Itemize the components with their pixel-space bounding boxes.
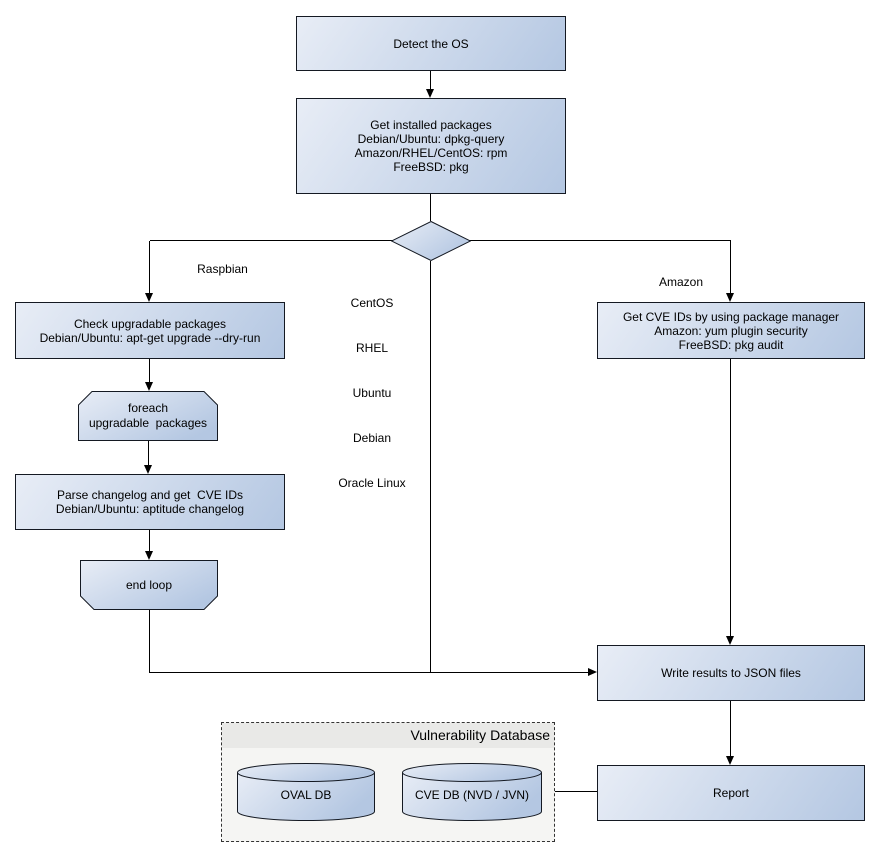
node-label: Detect the OS: [393, 36, 469, 51]
edge-label-line: Ubuntu: [352, 386, 392, 400]
node-write-results-json: Write results to JSON files: [597, 645, 865, 701]
node-label: FreeBSD: pkg audit: [678, 337, 784, 352]
node-report: Report: [597, 765, 865, 821]
edge-db-to-report: [555, 791, 597, 792]
edge-getcve-to-write: [730, 358, 731, 636]
node-label: Report: [712, 786, 750, 800]
node-get-installed-packages: Get installed packages Debian/Ubuntu: dp…: [296, 98, 566, 194]
edge-decision-right-horizontal: [469, 240, 731, 241]
oval-db-cylinder-icon: [237, 763, 375, 821]
edge-label-line: Amazon: [658, 275, 704, 289]
edge-decision-left-horizontal: [150, 240, 393, 241]
node-label: Write results to JSON files: [661, 666, 801, 680]
os-decision-diamond-icon: [391, 221, 471, 261]
edge-packages-to-decision: [430, 194, 431, 221]
arrowhead-down-icon: [145, 551, 153, 560]
vulnerability-database-title: Vulnerability Database: [222, 723, 554, 748]
arrowhead-down-icon: [426, 89, 434, 98]
edge-label-os-list: CentOS RHEL Ubuntu Debian Oracle Linux: [322, 266, 422, 521]
arrowhead-down-icon: [726, 293, 734, 302]
node-label: Get CVE IDs by using package manager: [622, 309, 840, 324]
node-label: Amazon/RHEL/CentOS: rpm: [354, 146, 508, 160]
node-label: Amazon: yum plugin security: [654, 323, 808, 338]
node-check-upgradable-packages: Check upgradable packages Debian/Ubuntu:…: [15, 302, 285, 359]
node-label: FreeBSD: pkg: [393, 160, 469, 174]
edge-decision-center-vertical: [430, 261, 431, 672]
edge-foreach-to-parse: [148, 441, 149, 465]
arrowhead-down-icon: [144, 465, 152, 474]
cve-db-cylinder-icon: [402, 763, 542, 821]
arrowhead-down-icon: [726, 756, 734, 765]
foreach-loop-start-icon: [78, 391, 218, 441]
edge-decision-right-vertical: [730, 241, 731, 293]
edge-label-line: Debian: [352, 431, 392, 445]
edge-label-line: Oracle Linux: [338, 476, 406, 490]
arrowhead-right-icon: [588, 668, 597, 676]
edge-label-line: RHEL: [355, 341, 388, 355]
arrowhead-down-icon: [145, 293, 153, 302]
arrowhead-down-icon: [726, 636, 734, 645]
edge-merge-to-write: [149, 672, 588, 673]
edge-endloop-down: [149, 610, 150, 672]
node-label: Check upgradable packages: [73, 316, 227, 331]
node-label: Debian/Ubuntu: aptitude changelog: [55, 502, 245, 516]
end-loop-shape-icon: [80, 560, 218, 610]
edge-check-to-foreach: [149, 359, 150, 382]
edge-write-to-report: [730, 701, 731, 756]
edge-detect-to-packages: [430, 71, 431, 89]
node-label: Get installed packages: [370, 118, 492, 132]
node-label: Debian/Ubuntu: dpkg-query: [357, 132, 505, 146]
edge-parse-to-endloop: [149, 530, 150, 551]
edge-label-line: CentOS: [350, 296, 394, 310]
node-parse-changelog: Parse changelog and get CVE IDs Debian/U…: [15, 474, 285, 530]
edge-label-raspbian: Raspbian: [197, 262, 248, 276]
node-detect-os: Detect the OS: [296, 16, 566, 71]
edge-decision-left-vertical: [149, 241, 150, 293]
node-label: Parse changelog and get CVE IDs: [56, 488, 244, 502]
node-label: Debian/Ubuntu: apt-get upgrade --dry-run: [39, 330, 261, 345]
arrowhead-down-icon: [145, 382, 153, 391]
node-get-cve-ids-package-manager: Get CVE IDs by using package manager Ama…: [597, 302, 865, 359]
